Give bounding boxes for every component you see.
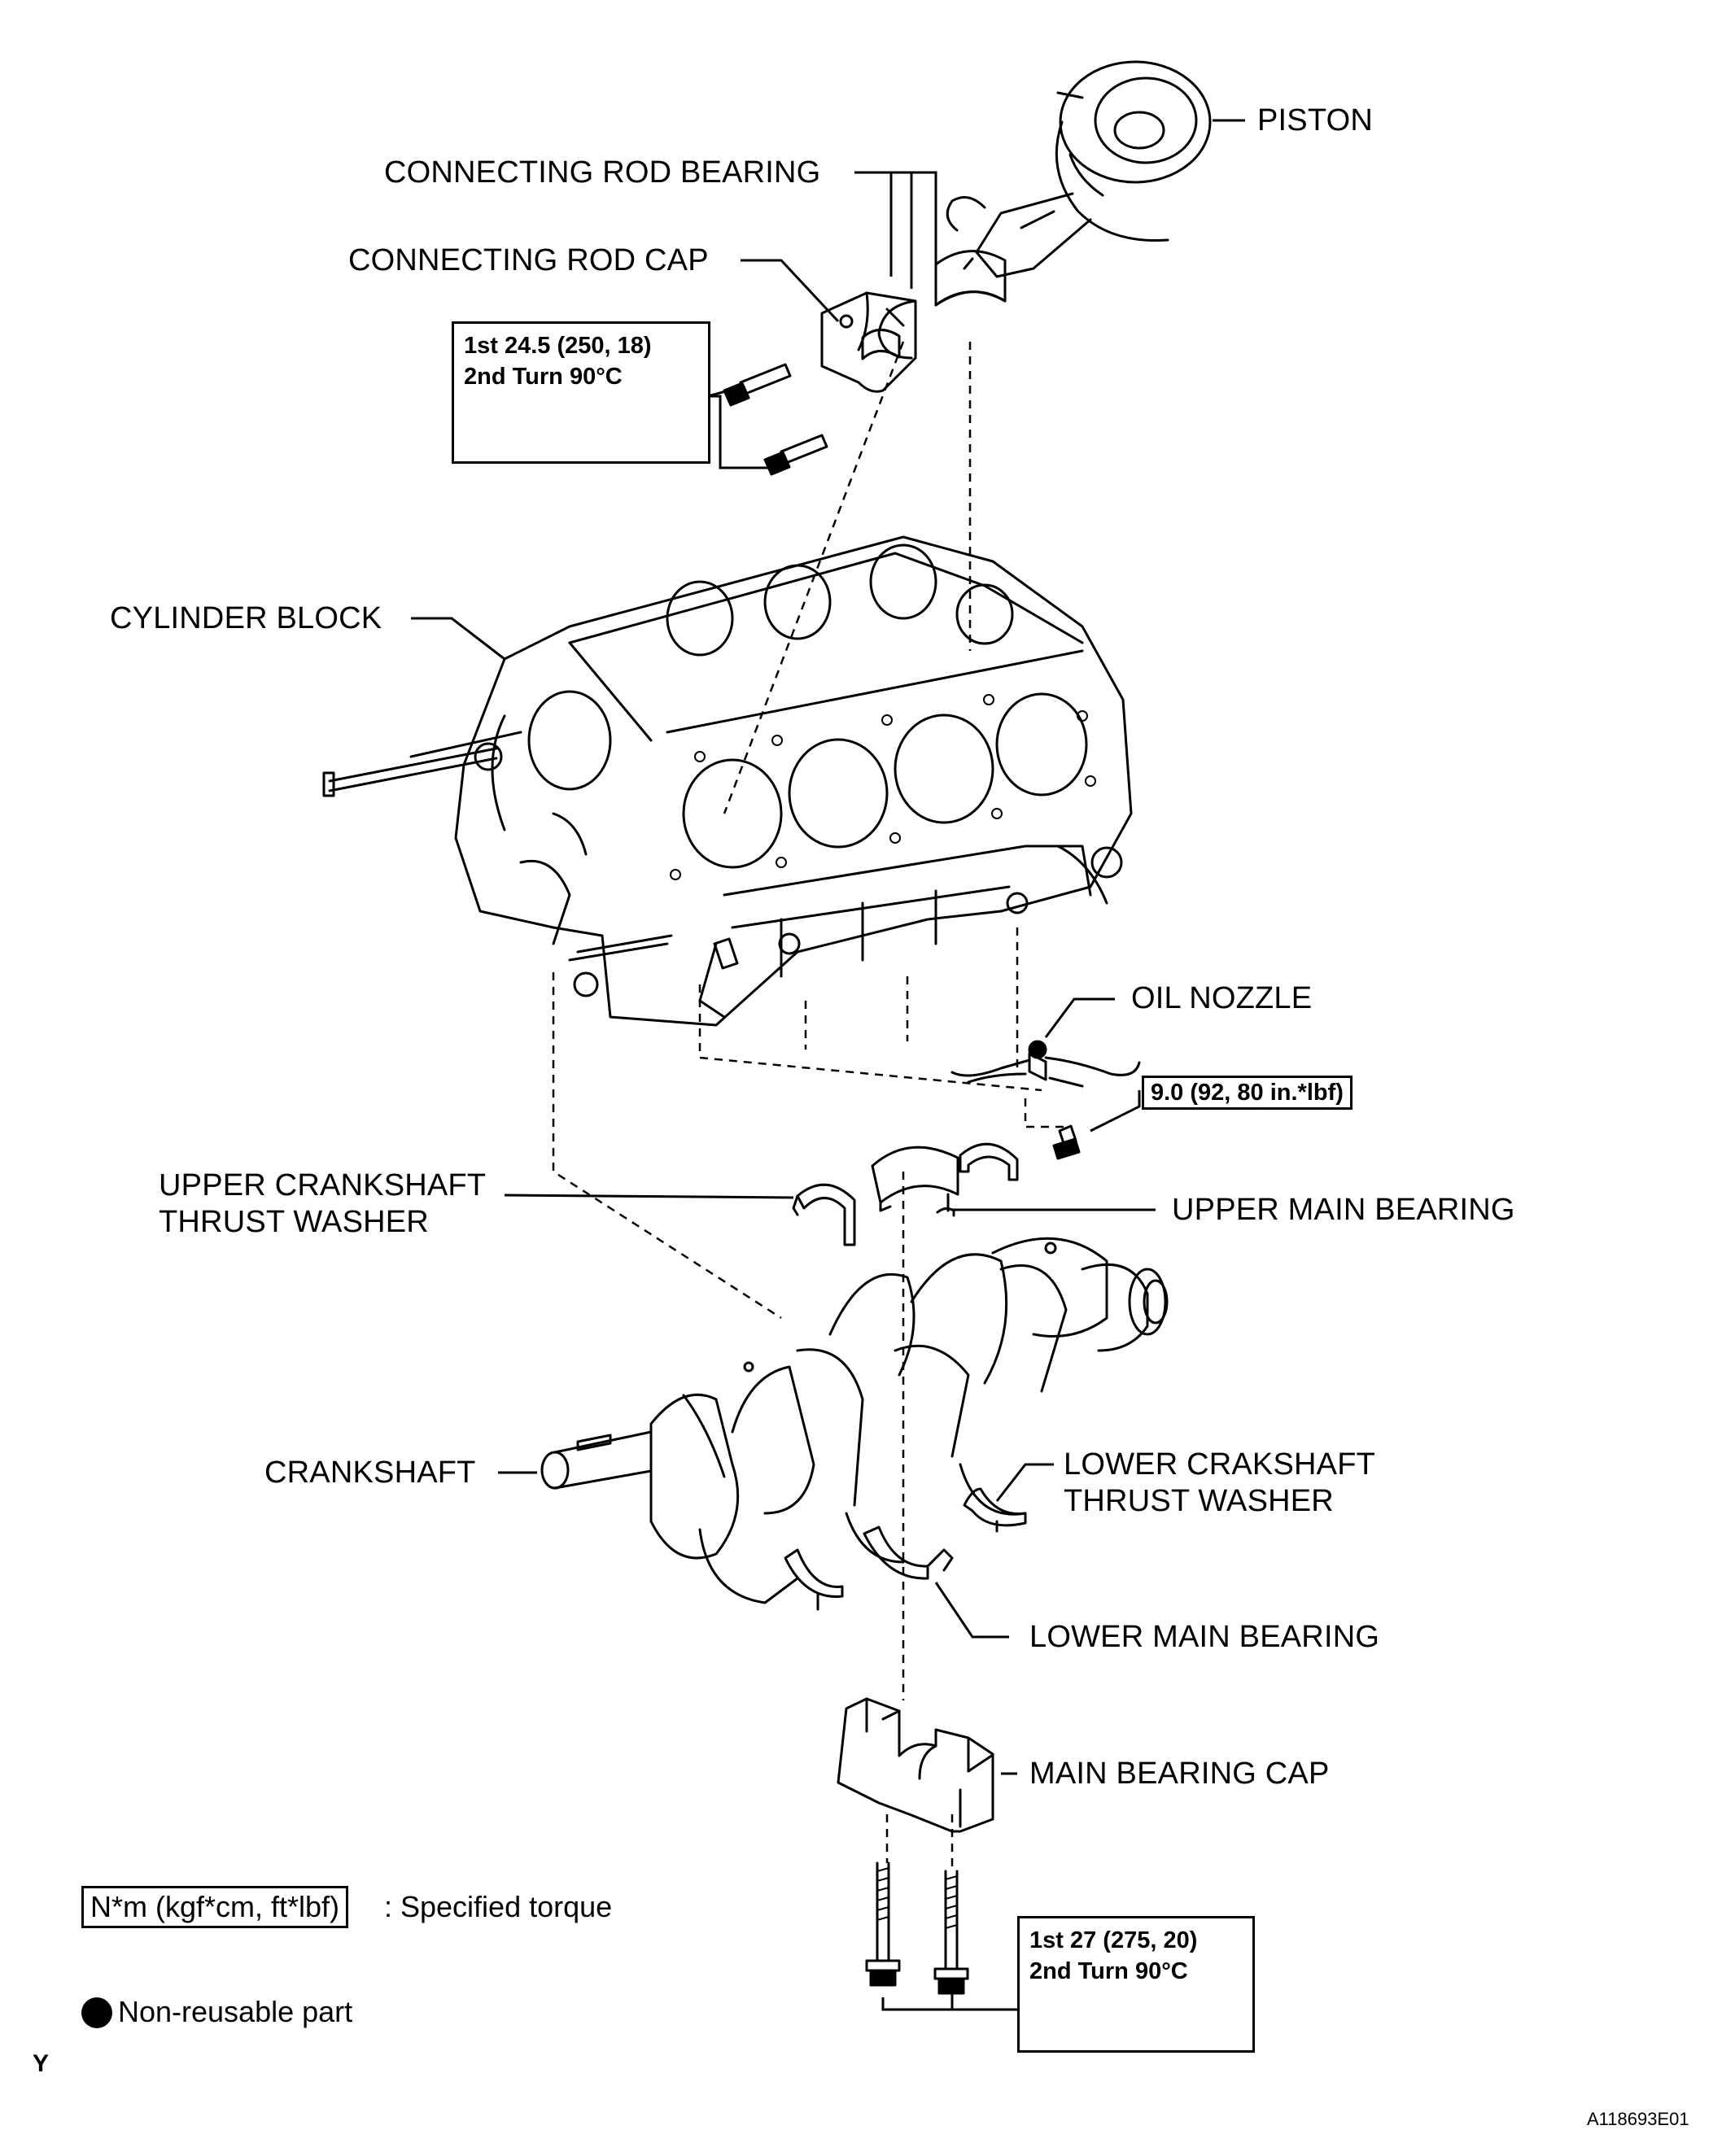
label-upper-thrust-washer-line2: THRUST WASHER: [159, 1205, 429, 1239]
legend-torque-description: : Specified torque: [384, 1890, 613, 1923]
lower-thrust-washer-right-drawing: [963, 1487, 1027, 1533]
connecting-rod-bearing-upper-drawing: [934, 250, 1007, 307]
label-connecting-rod-bearing: CONNECTING ROD BEARING: [384, 155, 821, 190]
label-lower-thrust-washer-line1: LOWER CRAKSHAFT: [1064, 1447, 1376, 1482]
alignment-lines: [552, 341, 1066, 1871]
oil-nozzle-bolt-drawing: [1052, 1124, 1081, 1160]
torque-conrod-line1: 1st 24.5 (250, 18): [464, 333, 652, 359]
label-crankshaft: CRANKSHAFT: [264, 1456, 476, 1490]
crankshaft-drawing: [540, 1237, 1169, 1604]
lower-thrust-washer-left-drawing: [784, 1548, 844, 1611]
main-cap-bolt-2-drawing: [933, 1870, 969, 1995]
corner-code: Y: [33, 2050, 50, 2077]
torque-main-cap-line2: 2nd Turn 90°C: [1029, 1958, 1188, 1984]
label-connecting-rod-cap: CONNECTING ROD CAP: [348, 243, 709, 277]
label-main-bearing-cap: MAIN BEARING CAP: [1029, 1757, 1330, 1791]
label-cylinder-block: CYLINDER BLOCK: [110, 601, 382, 635]
torque-main-cap-line1: 1st 27 (275, 20): [1029, 1927, 1198, 1953]
connecting-rod-drawing: [946, 192, 1092, 278]
figure-id: A118693E01: [1587, 2109, 1689, 2129]
torque-box-oil-nozzle: 9.0 (92, 80 in.*lbf): [1142, 1076, 1352, 1110]
torque-box-main-cap: 1st 27 (275, 20) 2nd Turn 90°C: [1017, 1916, 1255, 2053]
main-bearing-cap-drawing: [837, 1697, 994, 1833]
non-reusable-dot-icon: [81, 1997, 112, 2028]
legend-non-reusable: Non-reusable part: [118, 1995, 353, 2028]
torque-box-conrod: 1st 24.5 (250, 18) 2nd Turn 90°C: [452, 321, 710, 464]
leader-lines: [411, 119, 1245, 2011]
upper-main-bearing-drawing: [871, 1146, 959, 1217]
cylinder-block-drawing: [322, 535, 1133, 1027]
piston-drawing: [1055, 60, 1212, 242]
oil-nozzle-drawing: [950, 1040, 1141, 1088]
upper-thrust-washer-right-drawing: [959, 1142, 1019, 1181]
label-upper-main-bearing: UPPER MAIN BEARING: [1172, 1193, 1515, 1227]
upper-thrust-washer-left-drawing: [792, 1183, 856, 1246]
legend-torque-unit: N*m (kgf*cm, ft*lbf): [81, 1886, 349, 1928]
conrod-bolt-1-drawing: [723, 363, 792, 407]
conrod-bolt-2-drawing: [763, 434, 828, 476]
label-oil-nozzle: OIL NOZZLE: [1131, 981, 1313, 1015]
connecting-rod-cap-drawing: [820, 291, 917, 393]
label-lower-main-bearing: LOWER MAIN BEARING: [1029, 1620, 1380, 1654]
lower-main-bearing-drawing: [863, 1525, 954, 1580]
label-lower-thrust-washer-line2: THRUST WASHER: [1064, 1484, 1334, 1518]
label-upper-thrust-washer-line1: UPPER CRANKSHAFT: [159, 1168, 487, 1202]
label-piston: PISTON: [1257, 103, 1373, 137]
torque-conrod-line2: 2nd Turn 90°C: [464, 364, 623, 390]
main-cap-bolt-1-drawing: [865, 1861, 901, 1987]
